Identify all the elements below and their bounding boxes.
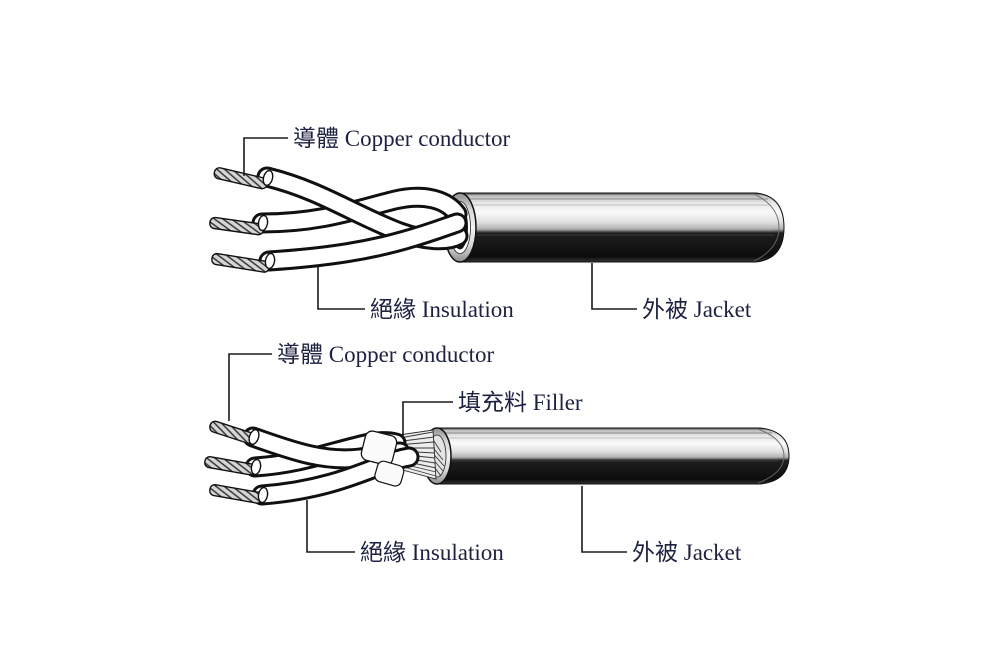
cable1-jacket-label: 外被 Jacket: [642, 297, 752, 322]
cable2-insulation-endcap: [257, 486, 269, 504]
cable1-insulation-endcap: [257, 214, 269, 232]
cable2-filler-leader-line: [402, 401, 453, 438]
cable1-conductor-leader-line: [243, 137, 288, 176]
cable2-binder-wrap: [374, 460, 405, 487]
cable2-jacket-label: 外被 Jacket: [632, 540, 742, 565]
cable2-conductor-label: 導體 Copper conductor: [277, 342, 495, 367]
cable2-insulated-wire: [254, 449, 417, 503]
cable2-jacket-leader-line: [581, 486, 627, 553]
cable2-binder-wrap: [360, 430, 398, 466]
cable1-insulation-endcap: [264, 252, 276, 270]
cable2-copper-conductor-tip: [209, 420, 256, 445]
cable2-conductor-leader-line: [228, 353, 272, 421]
cable1-jacket-leader-line: [591, 263, 637, 310]
cable1-figure: 導體 Copper conductor 絕緣 Insulation 外被 Jac…: [209, 126, 785, 322]
cable2-insulation-endcap: [248, 429, 260, 445]
cable2-insulation-label: 絕緣 Insulation: [360, 540, 504, 565]
cable1-conductor-label: 導體 Copper conductor: [293, 126, 511, 151]
cable1-insulation-label: 絕緣 Insulation: [370, 297, 514, 322]
cable1-insulation-leader-line: [317, 267, 365, 310]
cable2-figure: 導體 Copper conductor 填充料 Filler 絕緣 Insula…: [204, 342, 790, 565]
cable2-copper-conductor-tip: [209, 483, 263, 504]
cable2-insulation-leader-line: [306, 500, 355, 553]
cable1-insulated-wire: [254, 189, 465, 231]
cable2-jacket-endcap-line: [757, 428, 785, 484]
cable2-copper-conductor-tip: [204, 455, 257, 476]
cable1-insulated-wire: [261, 215, 465, 269]
cable1-jacket: [457, 192, 785, 263]
cable2-insulation-endcap: [250, 458, 262, 476]
cable2-jacket: [436, 427, 790, 485]
cable2-filler-label: 填充料 Filler: [458, 390, 583, 415]
cable1-jacket-endcap-line: [753, 193, 780, 262]
cable1-insulation-endcap: [262, 169, 274, 187]
